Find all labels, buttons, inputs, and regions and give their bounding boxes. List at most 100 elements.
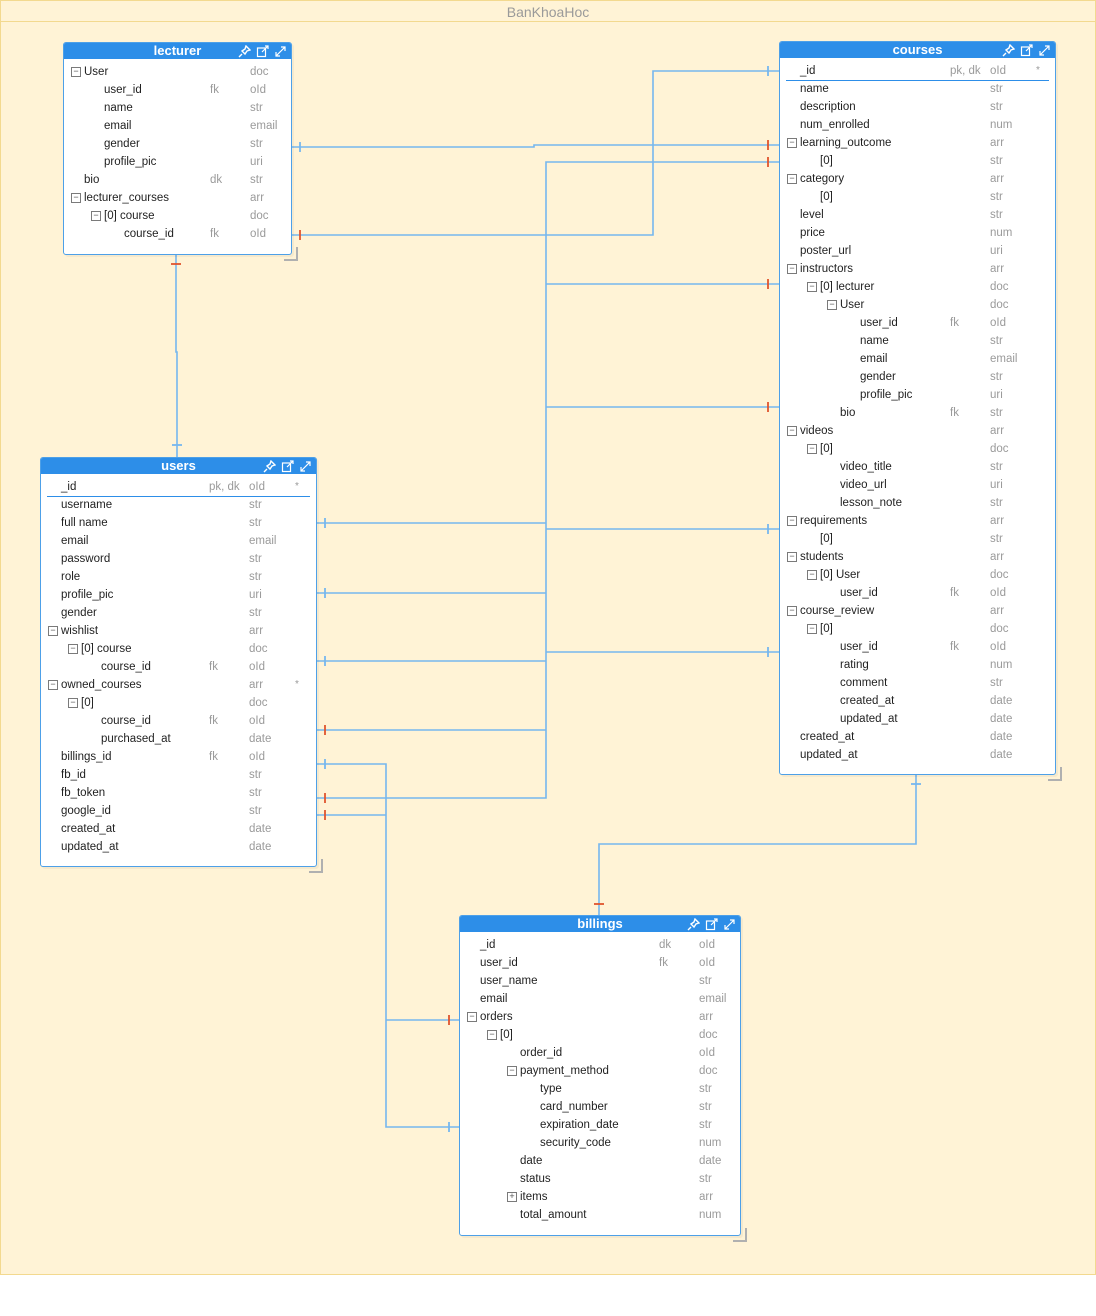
table-header[interactable]: courses xyxy=(780,42,1055,58)
field-row[interactable]: −[0]doc xyxy=(780,620,1055,638)
field-row[interactable]: −[0]doc xyxy=(780,440,1055,458)
table-header[interactable]: lecturer xyxy=(64,43,291,59)
resize-handle[interactable] xyxy=(309,859,323,873)
expand-icon[interactable] xyxy=(274,45,287,58)
collapse-toggle-icon[interactable]: − xyxy=(487,1030,497,1040)
edit-icon[interactable] xyxy=(256,44,269,58)
collapse-toggle-icon[interactable]: − xyxy=(787,174,797,184)
resize-handle[interactable] xyxy=(733,1228,747,1242)
expand-icon[interactable] xyxy=(299,460,312,473)
expand-icon[interactable] xyxy=(1038,44,1051,57)
collapse-toggle-icon[interactable]: − xyxy=(827,300,837,310)
pin-icon[interactable] xyxy=(1002,43,1015,57)
edit-icon[interactable] xyxy=(281,459,294,473)
expand-toggle-icon[interactable]: + xyxy=(507,1192,517,1202)
field-row[interactable]: −[0]doc xyxy=(460,1026,740,1044)
edit-icon[interactable] xyxy=(1020,43,1033,57)
collapse-toggle-icon[interactable]: − xyxy=(807,444,817,454)
resize-handle[interactable] xyxy=(1048,767,1062,781)
collapse-toggle-icon[interactable]: − xyxy=(48,626,58,636)
table-header[interactable]: billings xyxy=(460,916,740,932)
collapse-toggle-icon[interactable]: − xyxy=(91,211,101,221)
field-row[interactable]: [0]str xyxy=(780,188,1055,206)
pin-icon[interactable] xyxy=(263,459,276,473)
collapse-toggle-icon[interactable]: − xyxy=(68,644,78,654)
pin-icon[interactable] xyxy=(687,917,700,931)
field-row[interactable]: [0]str xyxy=(780,152,1055,170)
collapse-toggle-icon[interactable]: − xyxy=(48,680,58,690)
resize-handle[interactable] xyxy=(284,247,298,261)
collapse-toggle-icon[interactable]: − xyxy=(787,264,797,274)
collapse-toggle-icon[interactable]: − xyxy=(807,570,817,580)
collapse-toggle-icon[interactable]: − xyxy=(787,426,797,436)
table-header[interactable]: users xyxy=(41,458,316,474)
